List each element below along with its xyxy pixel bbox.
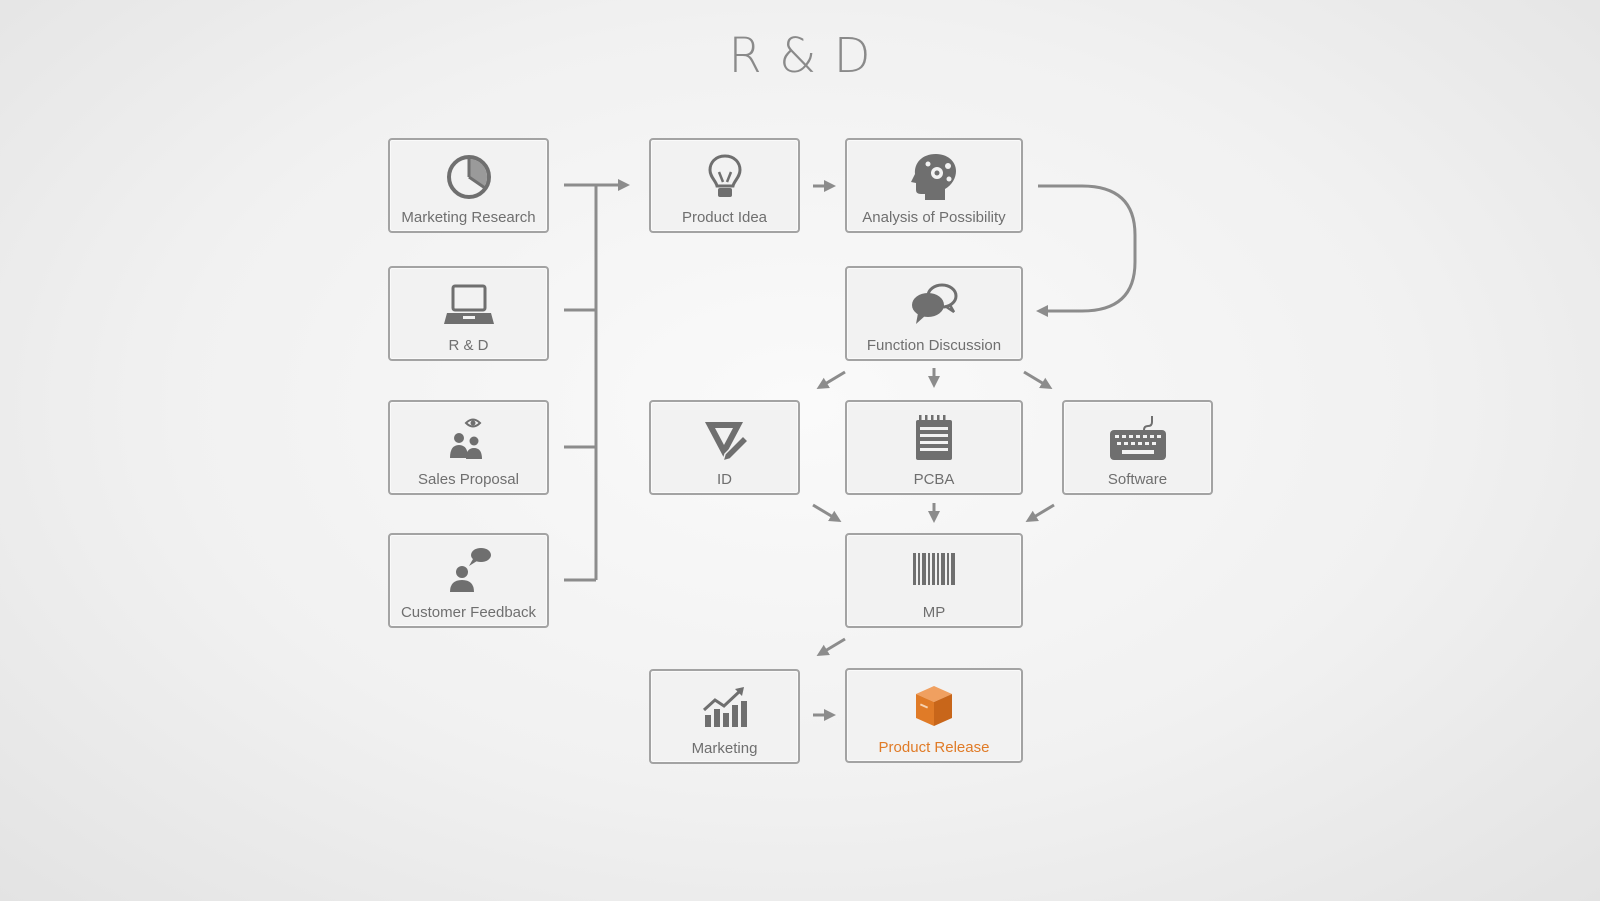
node-label: Marketing [691, 740, 758, 757]
node-label: Analysis of Possibility [862, 209, 1006, 226]
node-mp[interactable]: MP [845, 533, 1023, 628]
node-label: ID [717, 471, 732, 488]
node-label: Software [1107, 471, 1168, 488]
notepad-icon [904, 414, 964, 464]
person-speech-icon [439, 547, 499, 597]
node-label: R & D [448, 337, 489, 354]
chat-bubbles-icon [904, 280, 964, 330]
node-label: MP [922, 604, 946, 621]
node-label: Product Idea [681, 209, 768, 226]
node-label: Product Release [878, 739, 990, 756]
node-label: Function Discussion [866, 337, 1002, 354]
arrow-id-to-mp [812, 503, 842, 523]
node-product-idea[interactable]: Product Idea [649, 138, 800, 233]
arrow-analysis-to-function-discussion [1036, 184, 1137, 317]
node-customer-feedback[interactable]: Customer Feedback [388, 533, 549, 628]
page-title: R & D [728, 28, 872, 84]
node-pcba[interactable]: PCBA [845, 400, 1023, 495]
node-label: Marketing Research [401, 209, 536, 226]
barcode-icon [904, 547, 964, 597]
node-software[interactable]: Software [1062, 400, 1213, 495]
laptop-icon [439, 280, 499, 330]
triangle-ruler-pencil-icon [695, 414, 755, 464]
node-marketing-research[interactable]: Marketing Research [388, 138, 549, 233]
node-marketing[interactable]: Marketing [649, 669, 800, 764]
node-function-discussion[interactable]: Function Discussion [845, 266, 1023, 361]
node-id[interactable]: ID [649, 400, 800, 495]
arrow-discussion-to-software [1023, 370, 1053, 390]
node-analysis-of-possibility[interactable]: Analysis of Possibility [845, 138, 1023, 233]
node-label: Sales Proposal [418, 471, 519, 488]
pie-chart-icon [439, 152, 499, 202]
arrow-discussion-to-id [816, 370, 846, 390]
lightbulb-icon [695, 152, 755, 202]
people-eye-icon [439, 414, 499, 464]
node-label: Customer Feedback [400, 604, 537, 621]
node-rnd[interactable]: R & D [388, 266, 549, 361]
node-label: PCBA [913, 471, 955, 488]
node-sales-proposal[interactable]: Sales Proposal [388, 400, 549, 495]
node-product-release[interactable]: Product Release [845, 668, 1023, 763]
keyboard-icon [1108, 414, 1168, 464]
package-box-icon [904, 682, 964, 732]
head-gears-icon [904, 152, 964, 202]
growth-chart-icon [695, 683, 755, 733]
arrow-mp-to-marketing [816, 637, 846, 657]
arrow-software-to-mp [1025, 503, 1055, 523]
